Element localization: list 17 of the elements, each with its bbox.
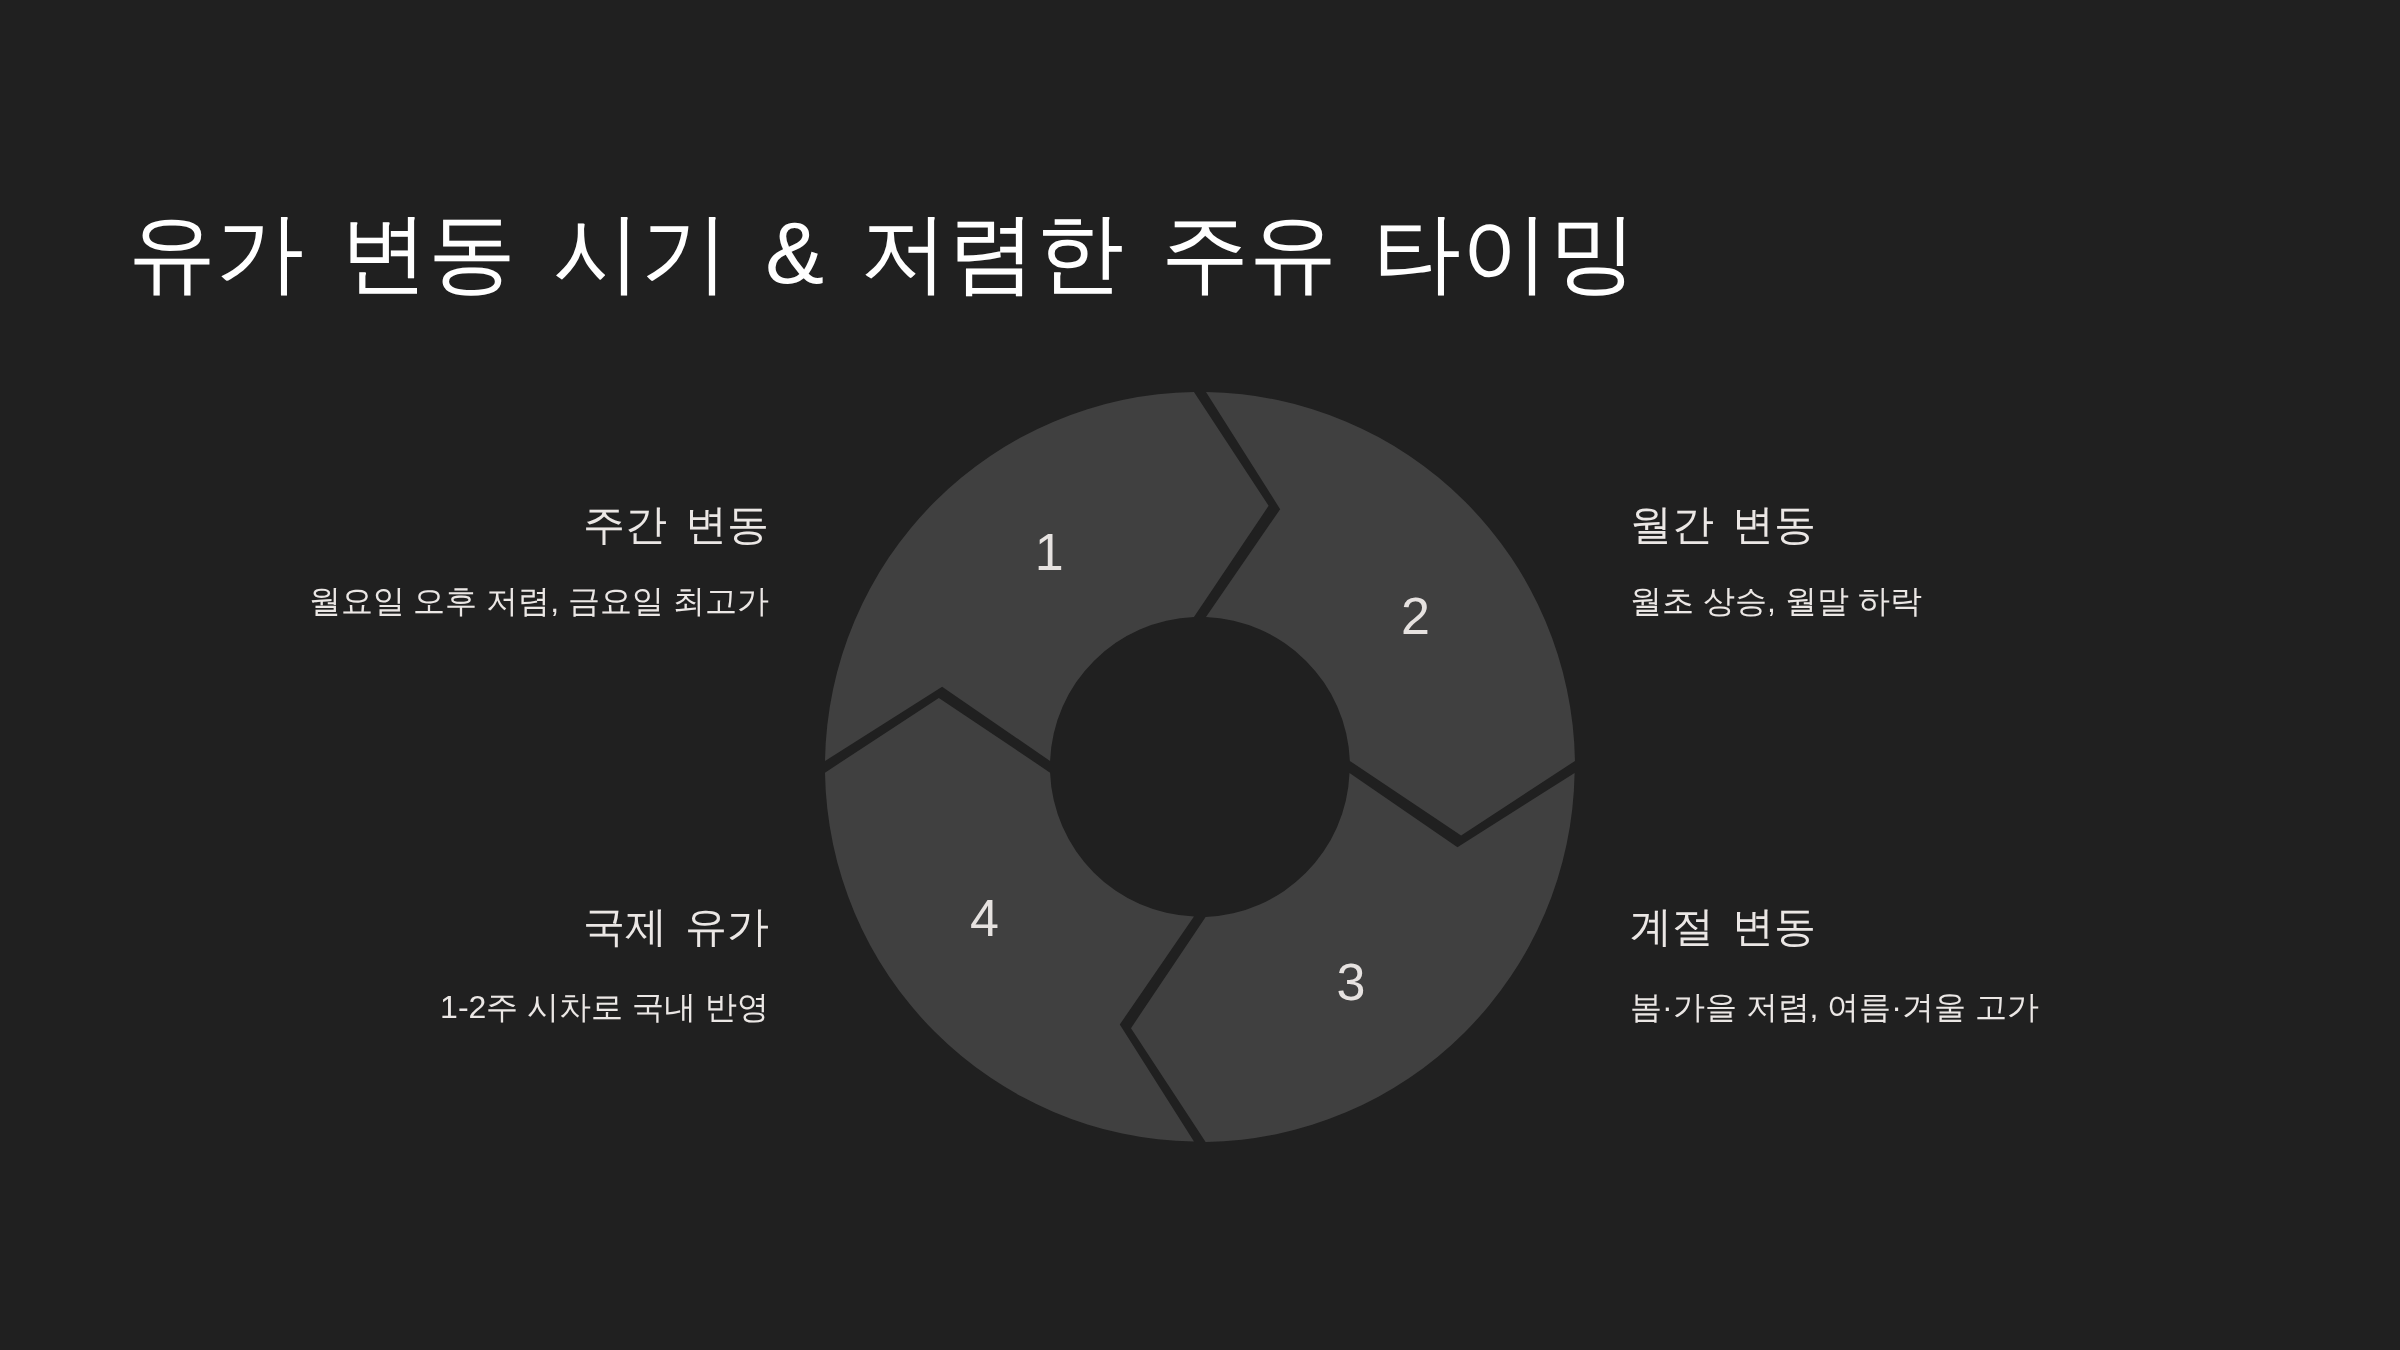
title: 유가 변동 시기 & 저렴한 주유 타이밍 bbox=[128, 202, 1638, 304]
step-heading: 국제 유가 bbox=[583, 902, 769, 952]
ring-segment bbox=[825, 392, 1269, 761]
step-heading: 주간 변동 bbox=[583, 500, 769, 550]
ring-segment bbox=[825, 698, 1194, 1142]
step-description: 1-2주 시차로 국내 반영 bbox=[440, 988, 769, 1027]
step-number: 3 bbox=[1336, 956, 1366, 1009]
step-description: 봄·가을 저렴, 여름·겨울 고가 bbox=[1630, 988, 2039, 1027]
step-description: 월요일 오후 저렴, 금요일 최고가 bbox=[308, 582, 769, 621]
step-description: 월초 상승, 월말 하락 bbox=[1630, 582, 1922, 621]
ring-segment bbox=[1206, 392, 1575, 836]
step-number: 4 bbox=[970, 891, 999, 944]
step-number: 1 bbox=[1034, 525, 1064, 578]
step-heading: 계절 변동 bbox=[1630, 902, 1816, 952]
step-number: 2 bbox=[1400, 590, 1430, 643]
ring-segment bbox=[1131, 773, 1575, 1142]
step-heading: 월간 변동 bbox=[1630, 500, 1816, 550]
